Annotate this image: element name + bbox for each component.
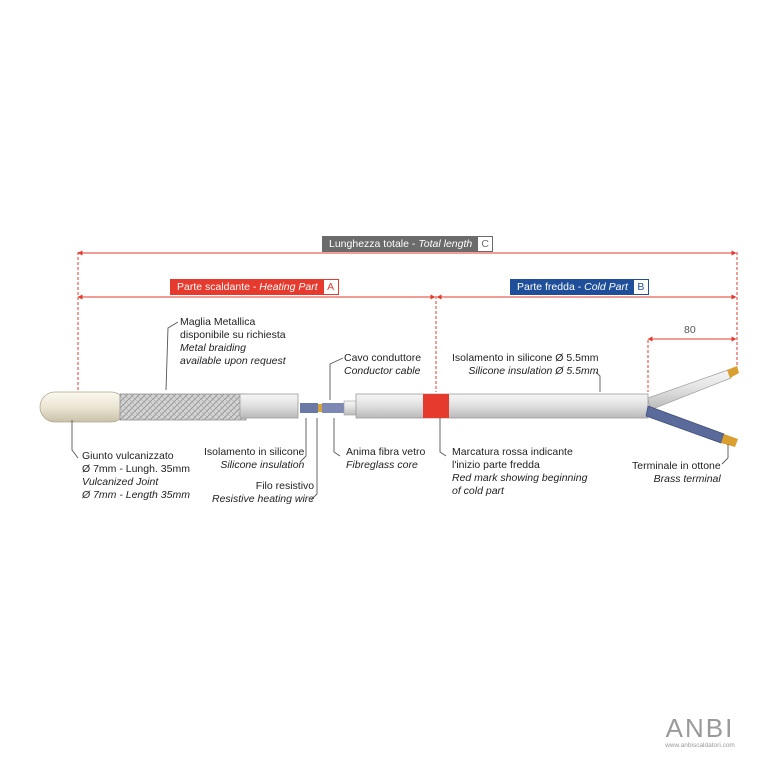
dimension-80-label: 80 xyxy=(684,324,696,336)
letter-b: B xyxy=(633,280,648,294)
dimension-lines xyxy=(77,250,738,392)
brass-terminal-bottom xyxy=(721,434,738,447)
inner-insulation xyxy=(300,403,318,413)
leader-lines xyxy=(71,321,729,501)
fiberglass-core xyxy=(322,403,344,413)
heating-part-label-en: Heating Part xyxy=(259,281,318,293)
letter-a: A xyxy=(323,280,338,294)
cold-part-label-it: Parte fredda - xyxy=(517,281,585,293)
red-mark xyxy=(423,394,449,418)
red-mark-label: Marcatura rossa indicante l'inizio parte… xyxy=(452,446,588,497)
metal-braiding xyxy=(119,393,247,421)
total-length-label-it: Lunghezza totale - xyxy=(329,238,419,250)
resistive-wire-label: Filo resistivo Resistive heating wire xyxy=(212,480,315,505)
cable xyxy=(39,366,739,447)
vulcanized-joint-label: Giunto vulcanizzato Ø 7mm - Lungh. 35mm … xyxy=(82,450,190,501)
outer-silicone-label: Isolamento in silicone Ø 5.5mm Silicone … xyxy=(452,352,599,377)
heating-part-header: Parte scaldante - Heating Part A xyxy=(170,279,339,295)
heating-part-label-it: Parte scaldante - xyxy=(177,281,260,293)
conductor-cable-label: Cavo conduttore Conductor cable xyxy=(344,352,422,377)
blue-lead xyxy=(645,405,725,444)
letter-c: C xyxy=(478,237,493,251)
silicone-section xyxy=(239,393,299,419)
inner-silicone-label: Isolamento in silicone Silicone insulati… xyxy=(204,446,305,471)
logo-mark: ANBI xyxy=(665,713,735,743)
vulcanized-joint-cap xyxy=(39,391,127,423)
metal-braiding-label: Maglia Metallica disponibile su richiest… xyxy=(180,316,286,367)
white-lead xyxy=(647,369,732,411)
total-length-header: Lunghezza totale - Total length C xyxy=(322,236,494,252)
logo-url: www.anbiscaldatori.com xyxy=(665,742,735,749)
cold-part-header: Parte fredda - Cold Part B xyxy=(510,279,649,295)
fiberglass-core-label: Anima fibra vetro Fibreglass core xyxy=(346,446,426,471)
brass-terminal-label: Terminale in ottone Brass terminal xyxy=(632,460,721,485)
resistive-wire xyxy=(318,404,322,412)
cold-section xyxy=(355,393,649,419)
total-length-label-en: Total length xyxy=(418,238,473,250)
cold-part-label-en: Cold Part xyxy=(584,281,628,293)
brass-terminal-top xyxy=(727,366,739,378)
anbi-logo: ANBI www.anbiscaldatori.com xyxy=(652,714,748,750)
